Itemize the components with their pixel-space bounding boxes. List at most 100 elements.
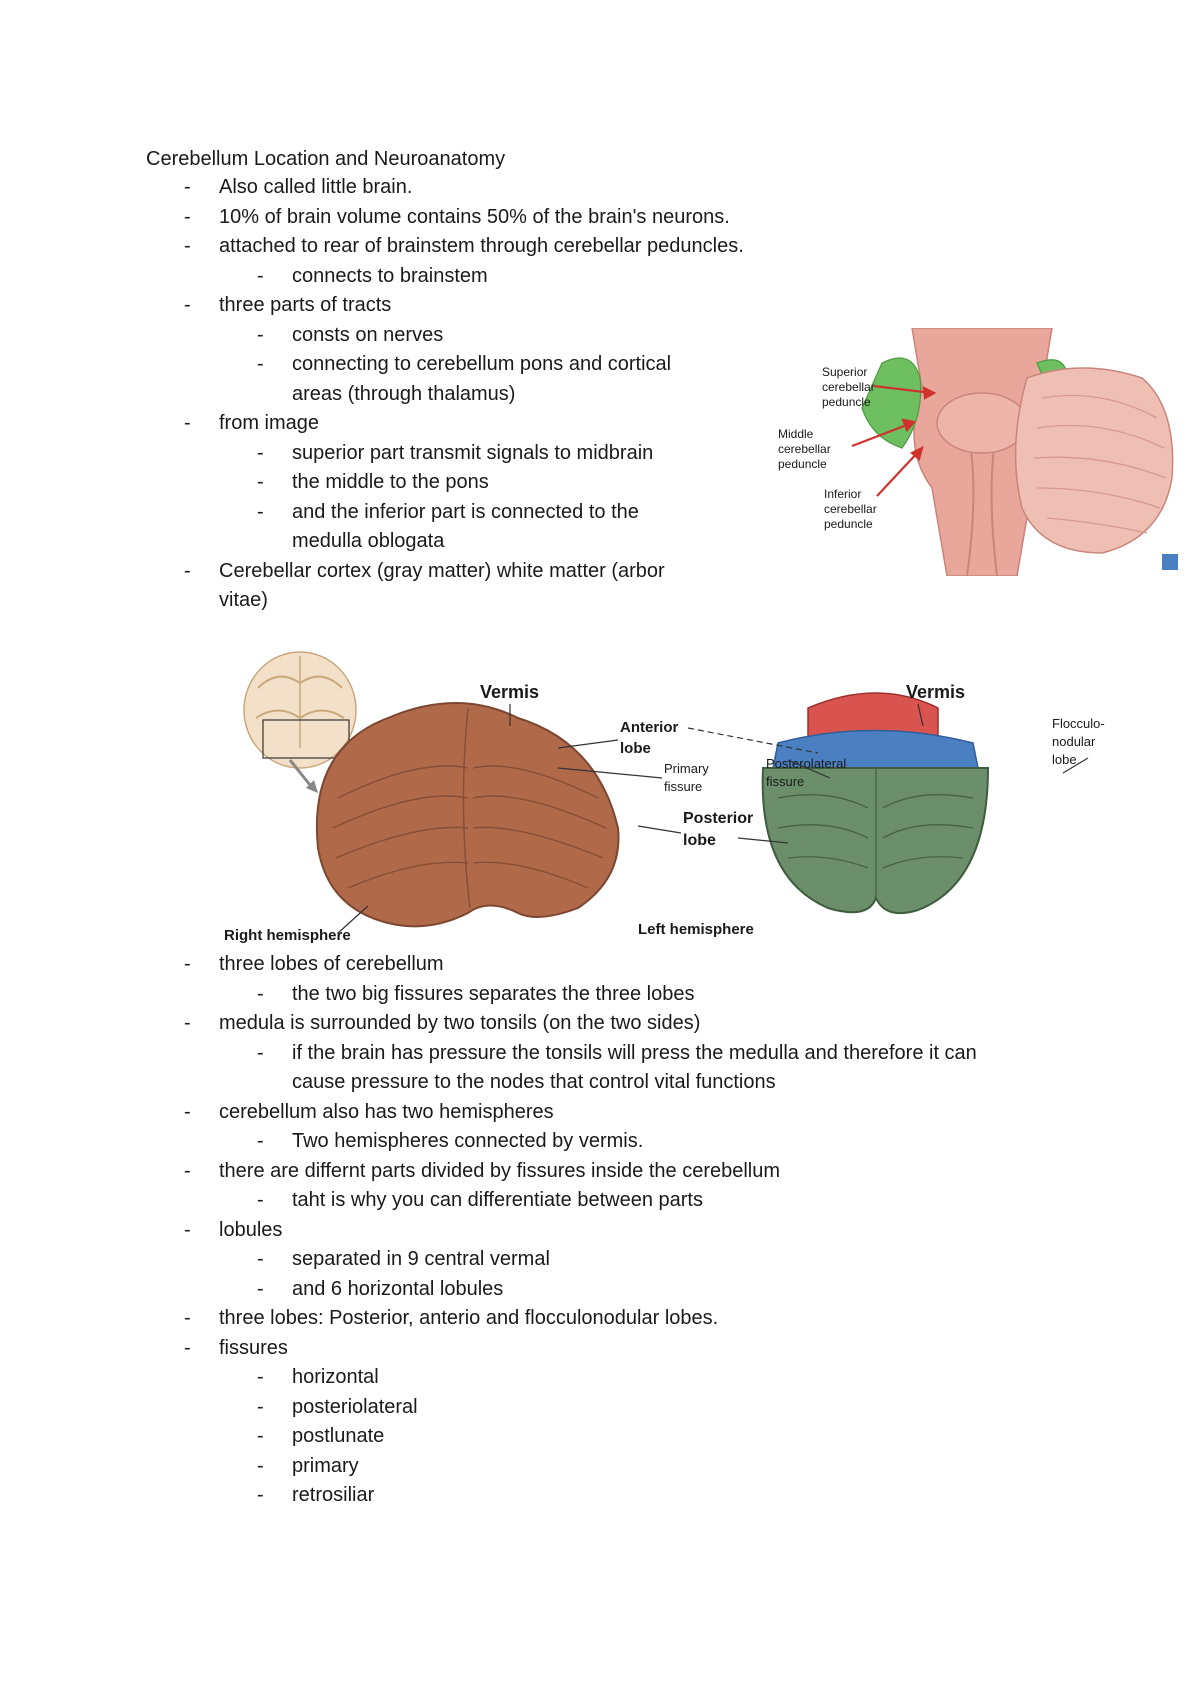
- sub-bullet-item: horizontal: [292, 1366, 379, 1388]
- bullet-dash: -: [257, 1248, 264, 1270]
- bullet-dash: -: [257, 471, 264, 493]
- bullet-dash: -: [184, 1100, 191, 1123]
- sub-bullet-item: posteriolateral: [292, 1395, 418, 1418]
- bullet-item: vitae): [219, 589, 268, 611]
- svg-text:lobe: lobe: [683, 832, 716, 849]
- bullet-item: lobules: [219, 1218, 283, 1241]
- bullet-dash: -: [257, 1425, 264, 1447]
- bullet-dash: -: [184, 953, 191, 975]
- sub-bullet-item: superior part transmit signals to midbra…: [292, 441, 654, 464]
- bullet-item: three lobes of cerebellum: [219, 953, 444, 975]
- svg-text:Primary: Primary: [664, 761, 709, 776]
- middle-peduncle-label: Middle cerebellar peduncle: [778, 427, 831, 471]
- bullet-dash: -: [184, 1012, 191, 1034]
- bullet-dash: -: [257, 353, 264, 375]
- bullet-dash: -: [184, 176, 191, 198]
- svg-text:Anterior: Anterior: [620, 719, 679, 736]
- flocculonodular-lobe-label: Flocculo- nodular lobe: [1052, 716, 1105, 767]
- vermis-label-left: Vermis: [480, 682, 539, 702]
- sub-bullet-item: medulla oblogata: [292, 530, 445, 552]
- bullet-item: three parts of tracts: [219, 294, 392, 316]
- primary-fissure-label: Primary fissure: [664, 761, 709, 794]
- posterior-lobe-label: Posterior lobe: [683, 810, 753, 849]
- sub-bullet-item: connects to brainstem: [292, 264, 488, 287]
- sub-bullet-item: and 6 horizontal lobules: [292, 1277, 504, 1300]
- sub-bullet-item: the middle to the pons: [292, 471, 489, 493]
- sub-bullet-item: retrosiliar: [292, 1484, 375, 1506]
- svg-text:Superior: Superior: [822, 365, 867, 379]
- badge-icon: [1162, 554, 1178, 570]
- svg-text:lobe: lobe: [620, 740, 651, 757]
- bullet-item: three lobes: Posterior, anterio and floc…: [219, 1307, 719, 1329]
- sub-bullet-item: separated in 9 central vermal: [292, 1248, 550, 1270]
- sub-bullet-item: and the inferior part is connected to th…: [292, 500, 639, 523]
- bullet-dash: -: [257, 1484, 264, 1506]
- posterolateral-fissure-label: Posterolateral fissure: [766, 756, 846, 789]
- svg-text:Flocculo-: Flocculo-: [1052, 716, 1105, 731]
- peduncles-figure: Superior cerebellar peduncle Middle cere…: [762, 328, 1182, 576]
- pointer-arrows: [851, 384, 937, 497]
- svg-text:Middle: Middle: [778, 427, 814, 441]
- svg-text:Posterolateral: Posterolateral: [766, 756, 846, 771]
- bullet-dash: -: [257, 1395, 264, 1418]
- bullet-item: attached to rear of brainstem through ce…: [219, 235, 744, 257]
- bullet-item: cerebellum also has two hemispheres: [219, 1100, 554, 1123]
- bullet-item: Also called little brain.: [219, 176, 413, 198]
- svg-text:peduncle: peduncle: [824, 517, 873, 531]
- svg-text:cerebellar: cerebellar: [778, 442, 831, 456]
- bullet-dash: -: [257, 1454, 264, 1477]
- superior-peduncle-label: Superior cerebellar peduncle: [822, 365, 875, 409]
- sub-bullet-item: connecting to cerebellum pons and cortic…: [292, 353, 672, 375]
- anterior-lobe-label: Anterior lobe: [620, 719, 679, 757]
- svg-text:peduncle: peduncle: [778, 457, 827, 471]
- sub-bullet-item: primary: [292, 1454, 359, 1477]
- bullet-dash: -: [257, 1041, 264, 1064]
- bullet-dash: -: [184, 294, 191, 316]
- page-title: Cerebellum Location and Neuroanatomy: [146, 148, 506, 170]
- sub-bullet-item: postlunate: [292, 1425, 385, 1447]
- bullet-dash: -: [257, 264, 264, 287]
- svg-text:cerebellar: cerebellar: [822, 380, 875, 394]
- svg-text:Inferior: Inferior: [824, 487, 861, 501]
- right-hemisphere-label: Right hemisphere: [224, 927, 351, 944]
- svg-text:cerebellar: cerebellar: [824, 502, 877, 516]
- sub-bullet-item: Two hemispheres connected by vermis.: [292, 1130, 644, 1152]
- bullet-dash: -: [257, 982, 264, 1005]
- bullet-dash: -: [257, 1189, 264, 1211]
- bullet-item: medula is surrounded by two tonsils (on …: [219, 1012, 701, 1034]
- bullet-dash: -: [257, 1277, 264, 1300]
- bullet-dash: -: [184, 1218, 191, 1241]
- bullet-item: fissures: [219, 1336, 288, 1359]
- sub-bullet-item: if the brain has pressure the tonsils wi…: [292, 1041, 977, 1064]
- bullet-dash: -: [184, 1159, 191, 1182]
- sub-bullet-item: the two big fissures separates the three…: [292, 982, 695, 1005]
- bullet-item: from image: [219, 412, 320, 434]
- bullet-dash: -: [257, 1366, 264, 1388]
- bullet-item: 10% of brain volume contains 50% of the …: [219, 205, 730, 228]
- bullet-dash: -: [184, 559, 191, 582]
- lobes-figure: Vermis Anterior lobe Primary fissure Pos…: [218, 648, 1118, 948]
- brain-inset-icon: [243, 651, 357, 793]
- sub-bullet-item: consts on nerves: [292, 323, 444, 346]
- sub-bullet-item: cause pressure to the nodes that control…: [292, 1071, 776, 1093]
- svg-text:lobe: lobe: [1052, 752, 1077, 767]
- bullet-dash: -: [184, 1307, 191, 1329]
- bullet-dash: -: [184, 205, 191, 228]
- vermis-label-right: Vermis: [906, 682, 965, 702]
- svg-text:fissure: fissure: [766, 774, 804, 789]
- inferior-peduncle-label: Inferior cerebellar peduncle: [824, 487, 877, 531]
- bullet-dash: -: [257, 441, 264, 464]
- bullet-dash: -: [184, 412, 191, 434]
- svg-text:fissure: fissure: [664, 779, 702, 794]
- bullet-dash: -: [184, 235, 191, 257]
- svg-text:Posterior: Posterior: [683, 810, 753, 827]
- sub-bullet-item: areas (through thalamus): [292, 382, 516, 405]
- leader-lines: [337, 703, 1089, 934]
- bullet-dash: -: [257, 323, 264, 346]
- bullet-dash: -: [184, 1336, 191, 1359]
- bullet-item: Cerebellar cortex (gray matter) white ma…: [219, 559, 665, 582]
- bullet-item: there are differnt parts divided by fiss…: [219, 1159, 781, 1182]
- svg-text:nodular: nodular: [1052, 734, 1096, 749]
- left-hemisphere-label: Left hemisphere: [638, 921, 754, 938]
- svg-text:peduncle: peduncle: [822, 395, 871, 409]
